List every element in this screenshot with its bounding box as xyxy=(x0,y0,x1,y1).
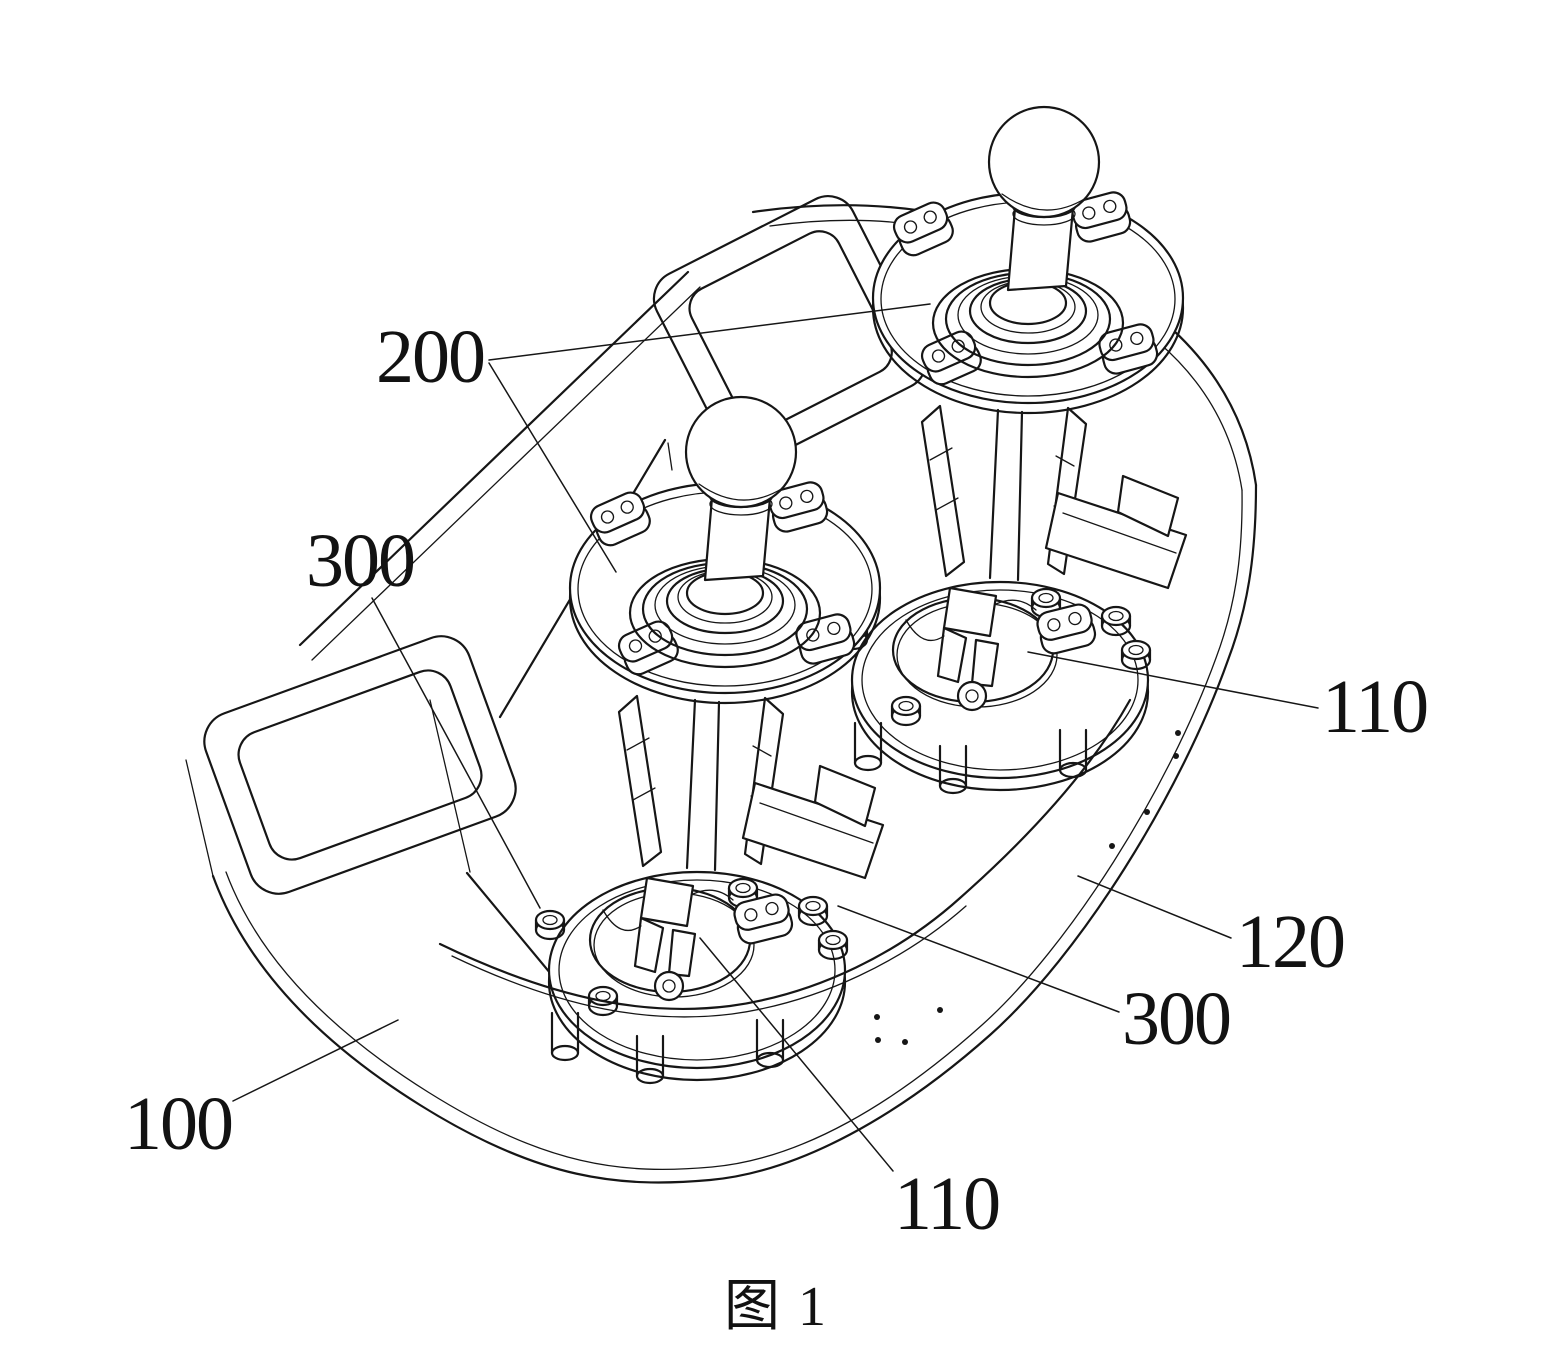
leader-lines xyxy=(232,303,1319,1172)
ref-label-120: 120 xyxy=(1236,900,1346,984)
joystick-assembly-rear xyxy=(839,107,1186,793)
ref-label-110-right: 110 xyxy=(1322,665,1429,749)
figure-caption: 图 1 xyxy=(724,1276,828,1338)
ref-label-100: 100 xyxy=(124,1082,234,1166)
ref-label-300-right: 300 xyxy=(1122,977,1232,1061)
wall-rivet-holes xyxy=(874,730,1181,1045)
housing-bowl xyxy=(211,483,1258,1184)
ref-label-300-left: 300 xyxy=(306,519,416,603)
left-handle-cutout xyxy=(203,635,517,895)
housing-rear-wall xyxy=(298,195,1258,719)
ref-label-110-bottom: 110 xyxy=(894,1162,1001,1246)
ref-label-200: 200 xyxy=(376,315,486,399)
joystick-assembly-front xyxy=(536,397,883,1083)
